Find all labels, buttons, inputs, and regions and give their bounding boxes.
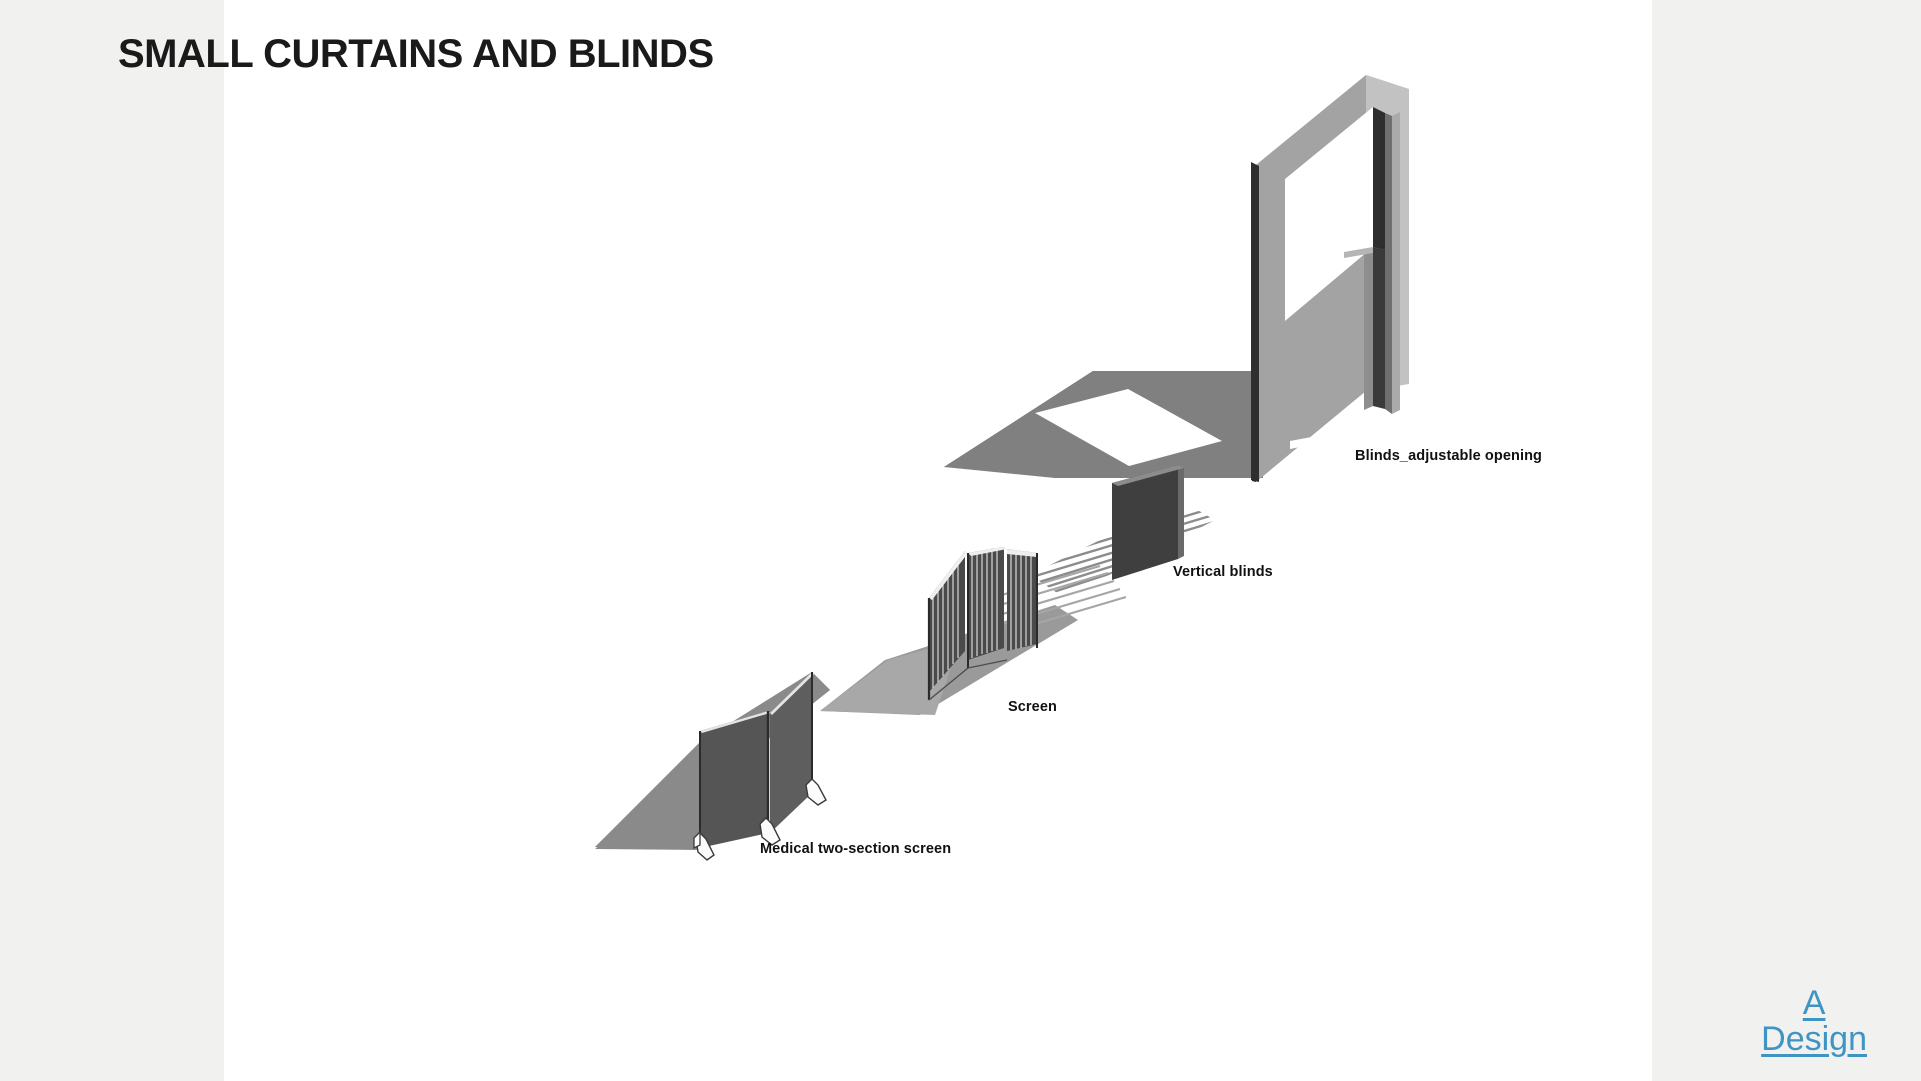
adjustable-blind-face bbox=[1364, 247, 1373, 410]
screen-base-rails bbox=[928, 659, 1008, 701]
blinds-adjustable-opening-graphic bbox=[944, 75, 1409, 482]
medical-screen-panel-left bbox=[699, 711, 770, 848]
window-opening bbox=[1285, 107, 1373, 321]
page-title: SMALL CURTAINS AND BLINDS bbox=[118, 32, 714, 76]
screen-section-middle bbox=[967, 547, 1007, 668]
adjustable-blind-head bbox=[1344, 247, 1373, 258]
wall-right-frame-face bbox=[1392, 112, 1400, 414]
medical-screen-foot-hook bbox=[693, 830, 701, 850]
window-right-jamb bbox=[1373, 107, 1385, 250]
vertical-blinds-panel-top bbox=[1112, 465, 1184, 486]
adjustable-blind-slab bbox=[1373, 247, 1385, 409]
watermark-a-design[interactable]: A Design bbox=[1761, 985, 1867, 1057]
screen-section-left bbox=[927, 551, 968, 700]
wall-lower-sill-slot bbox=[1290, 425, 1376, 449]
medical-two-section-screen-graphic bbox=[595, 672, 830, 861]
screen-ground-shadow-soft bbox=[820, 640, 960, 715]
label-medical-two-section-screen: Medical two-section screen bbox=[760, 841, 952, 857]
wall-right-inner-frame bbox=[1385, 113, 1392, 414]
wall-left-dark-band bbox=[1251, 162, 1259, 482]
right-margin-band bbox=[1652, 0, 1921, 1081]
screen-section-right bbox=[1007, 549, 1038, 651]
label-blinds-adjustable-opening: Blinds_adjustable opening bbox=[1355, 448, 1542, 464]
left-margin-band bbox=[0, 0, 224, 1081]
watermark-line-1: A bbox=[1802, 983, 1826, 1022]
label-screen: Screen bbox=[1008, 699, 1057, 715]
screen-graphic bbox=[820, 547, 1127, 715]
wall-floor-shadow bbox=[944, 371, 1263, 478]
label-vertical-blinds: Vertical blinds bbox=[1173, 564, 1273, 580]
vertical-blinds-panel-face bbox=[1112, 465, 1178, 580]
medical-screen-panel-right bbox=[766, 672, 814, 833]
vertical-blinds-panel-side bbox=[1178, 465, 1184, 559]
watermark-line-2: Design bbox=[1761, 1019, 1867, 1058]
